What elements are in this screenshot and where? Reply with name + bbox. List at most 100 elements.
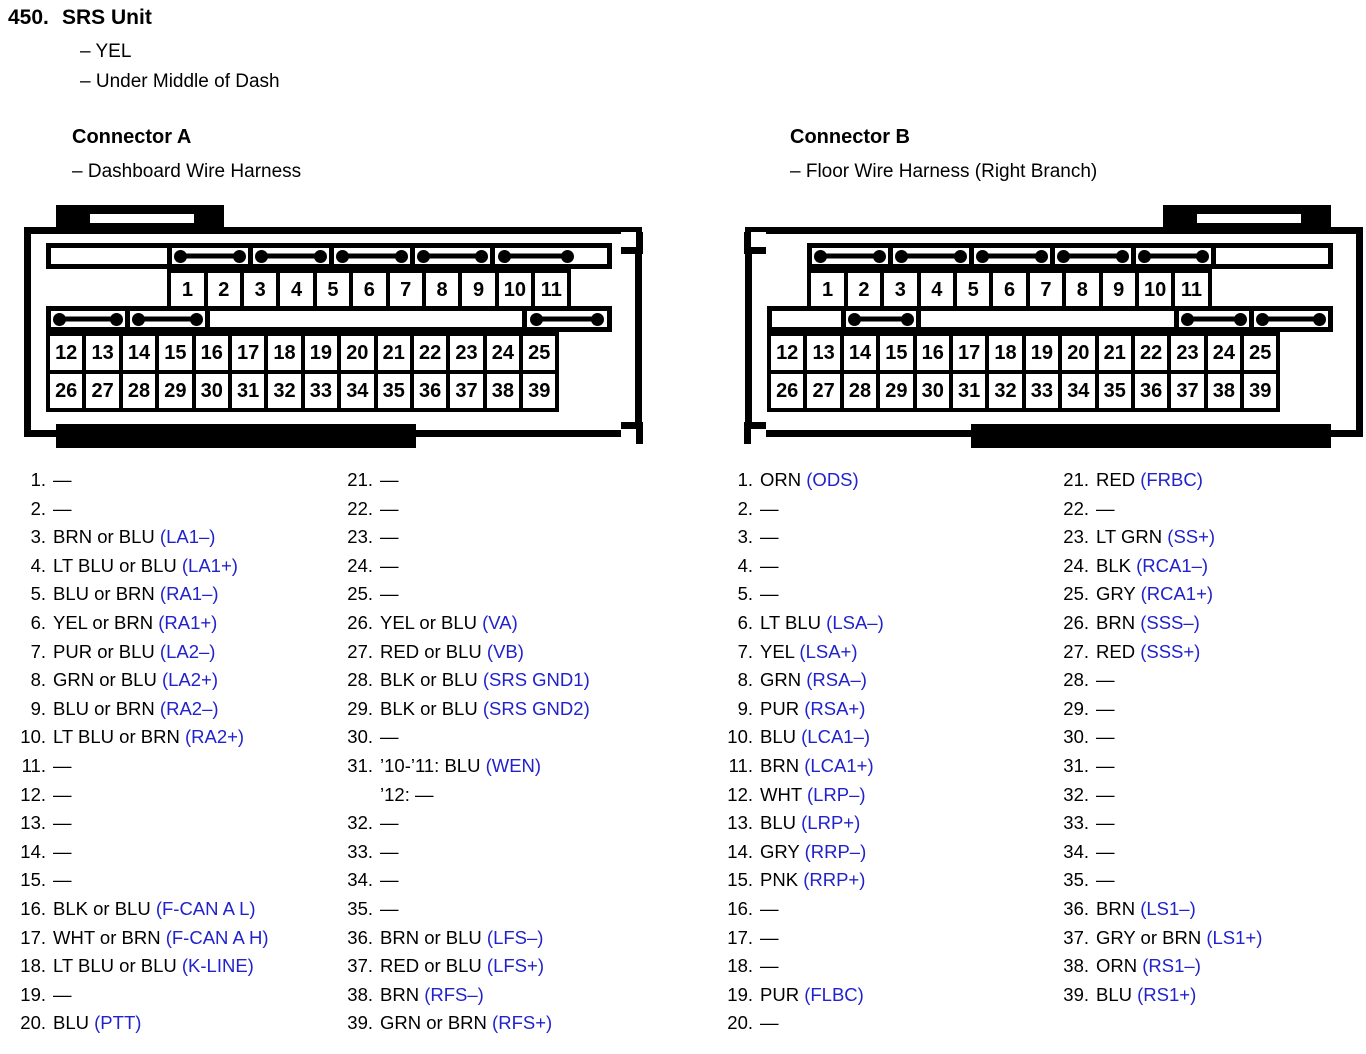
pin-cell-4[interactable]: 4 [916,269,957,311]
pin-cell-15[interactable]: 15 [155,332,196,374]
pin-cell-20[interactable]: 20 [1058,332,1099,374]
pin-cell-29[interactable]: 29 [876,370,917,412]
pin-description: GRN (RSA–) [760,666,867,695]
pin-cell-21[interactable]: 21 [1094,332,1135,374]
pin-cell-13[interactable]: 13 [82,332,123,374]
pin-cell-34[interactable]: 34 [1058,370,1099,412]
pin-cell-6[interactable]: 6 [349,269,390,311]
pin-cell-10[interactable]: 10 [494,269,536,311]
pin-cell-25[interactable]: 25 [1240,332,1281,374]
pin-cell-26[interactable]: 26 [46,370,87,412]
pin-cell-33[interactable]: 33 [300,370,342,412]
pin-cell-14[interactable]: 14 [118,332,160,374]
pin-cell-23[interactable]: 23 [446,332,487,374]
signal-name: (RFS+) [492,1012,553,1034]
pin-cell-33[interactable]: 33 [1021,370,1063,412]
pin-cell-15[interactable]: 15 [876,332,917,374]
pin-cell-5[interactable]: 5 [952,269,994,311]
pin-cell-9[interactable]: 9 [1098,269,1139,311]
pin-cell-24[interactable]: 24 [1203,332,1245,374]
pin-cell-21[interactable]: 21 [373,332,414,374]
pin-cell-31[interactable]: 31 [227,370,269,412]
empty-segment [921,311,1180,327]
wire-color: BLK [1096,554,1131,576]
pin-cell-23[interactable]: 23 [1167,332,1208,374]
pin-cell-20[interactable]: 20 [337,332,378,374]
pin-cell-36[interactable]: 36 [409,370,451,412]
pin-number: 18. [20,955,46,977]
pin-cell-36[interactable]: 36 [1130,370,1172,412]
pin-cell-8[interactable]: 8 [421,269,463,311]
wire-color: PUR [760,983,800,1005]
pin-cell-12[interactable]: 12 [46,332,87,374]
pin-list-item: 16.— [727,895,884,924]
pin-cell-3[interactable]: 3 [239,269,281,311]
pin-cell-17[interactable]: 17 [948,332,990,374]
pin-cell-4[interactable]: 4 [276,269,317,311]
pin-cell-18[interactable]: 18 [264,332,305,374]
pin-cell-38[interactable]: 38 [1203,370,1245,412]
pin-number: 26. [347,611,373,633]
pin-cell-25[interactable]: 25 [519,332,560,374]
pin-cell-1[interactable]: 1 [167,269,208,311]
pin-cell-10[interactable]: 10 [1134,269,1176,311]
pin-list-item: 37.RED or BLU (LFS+) [347,952,590,981]
pin-cell-16[interactable]: 16 [191,332,232,374]
pin-cell-11[interactable]: 11 [531,269,572,311]
pin-cell-27[interactable]: 27 [82,370,123,412]
pin-number: 31. [1063,754,1089,776]
signal-name: (RA2+) [184,726,245,748]
pin-list-item: 32.— [1063,781,1262,810]
pin-cell-18[interactable]: 18 [985,332,1026,374]
pin-cell-19[interactable]: 19 [1021,332,1063,374]
pin-cell-22[interactable]: 22 [1130,332,1172,374]
pin-cell-1[interactable]: 1 [807,269,848,311]
pin-cell-17[interactable]: 17 [227,332,269,374]
pin-cell-3[interactable]: 3 [880,269,921,311]
pin-cell-8[interactable]: 8 [1062,269,1103,311]
pin-cell-7[interactable]: 7 [385,269,426,311]
pin-cell-11[interactable]: 11 [1171,269,1212,311]
pin-cell-38[interactable]: 38 [482,370,524,412]
pin-cell-19[interactable]: 19 [300,332,342,374]
pin-cell-37[interactable]: 37 [446,370,487,412]
pin-cell-35[interactable]: 35 [373,370,414,412]
pin-cell-30[interactable]: 30 [912,370,953,412]
pin-cell-26[interactable]: 26 [767,370,808,412]
pin-cell-39[interactable]: 39 [1240,370,1281,412]
pin-cell-2[interactable]: 2 [203,269,244,311]
pin-cell-28[interactable]: 28 [839,370,881,412]
pin-cell-35[interactable]: 35 [1094,370,1135,412]
pin-number: 15. [20,869,46,891]
pin-cell-34[interactable]: 34 [337,370,378,412]
pin-cell-27[interactable]: 27 [803,370,844,412]
pin-cell-22[interactable]: 22 [409,332,451,374]
pin-cell-9[interactable]: 9 [458,269,499,311]
pin-description: — [1096,695,1115,724]
pin-cell-14[interactable]: 14 [839,332,881,374]
pin-cell-32[interactable]: 32 [264,370,305,412]
pin-cell-12[interactable]: 12 [767,332,808,374]
pin-number: 24. [1063,554,1089,576]
pin-cell-13[interactable]: 13 [803,332,844,374]
pin-cell-32[interactable]: 32 [985,370,1026,412]
pin-cell-30[interactable]: 30 [191,370,232,412]
upper-contact-band [46,243,612,269]
pin-number: 17. [727,926,753,948]
pin-cell-28[interactable]: 28 [118,370,160,412]
pin-cell-39[interactable]: 39 [519,370,560,412]
pin-cell-7[interactable]: 7 [1025,269,1067,311]
pin-cell-29[interactable]: 29 [155,370,196,412]
pin-cell-6[interactable]: 6 [989,269,1030,311]
pin-cell-37[interactable]: 37 [1167,370,1208,412]
pin-description: RED or BLU (VB) [380,638,524,667]
pin-cell-5[interactable]: 5 [312,269,354,311]
pin-cell-31[interactable]: 31 [948,370,990,412]
pin-cell-16[interactable]: 16 [912,332,953,374]
pin-cell-24[interactable]: 24 [482,332,524,374]
pin-description: LT GRN (SS+) [1096,523,1215,552]
pin-list-item: 8.GRN or BLU (LA2+) [20,666,269,695]
pin-cell-2[interactable]: 2 [843,269,885,311]
